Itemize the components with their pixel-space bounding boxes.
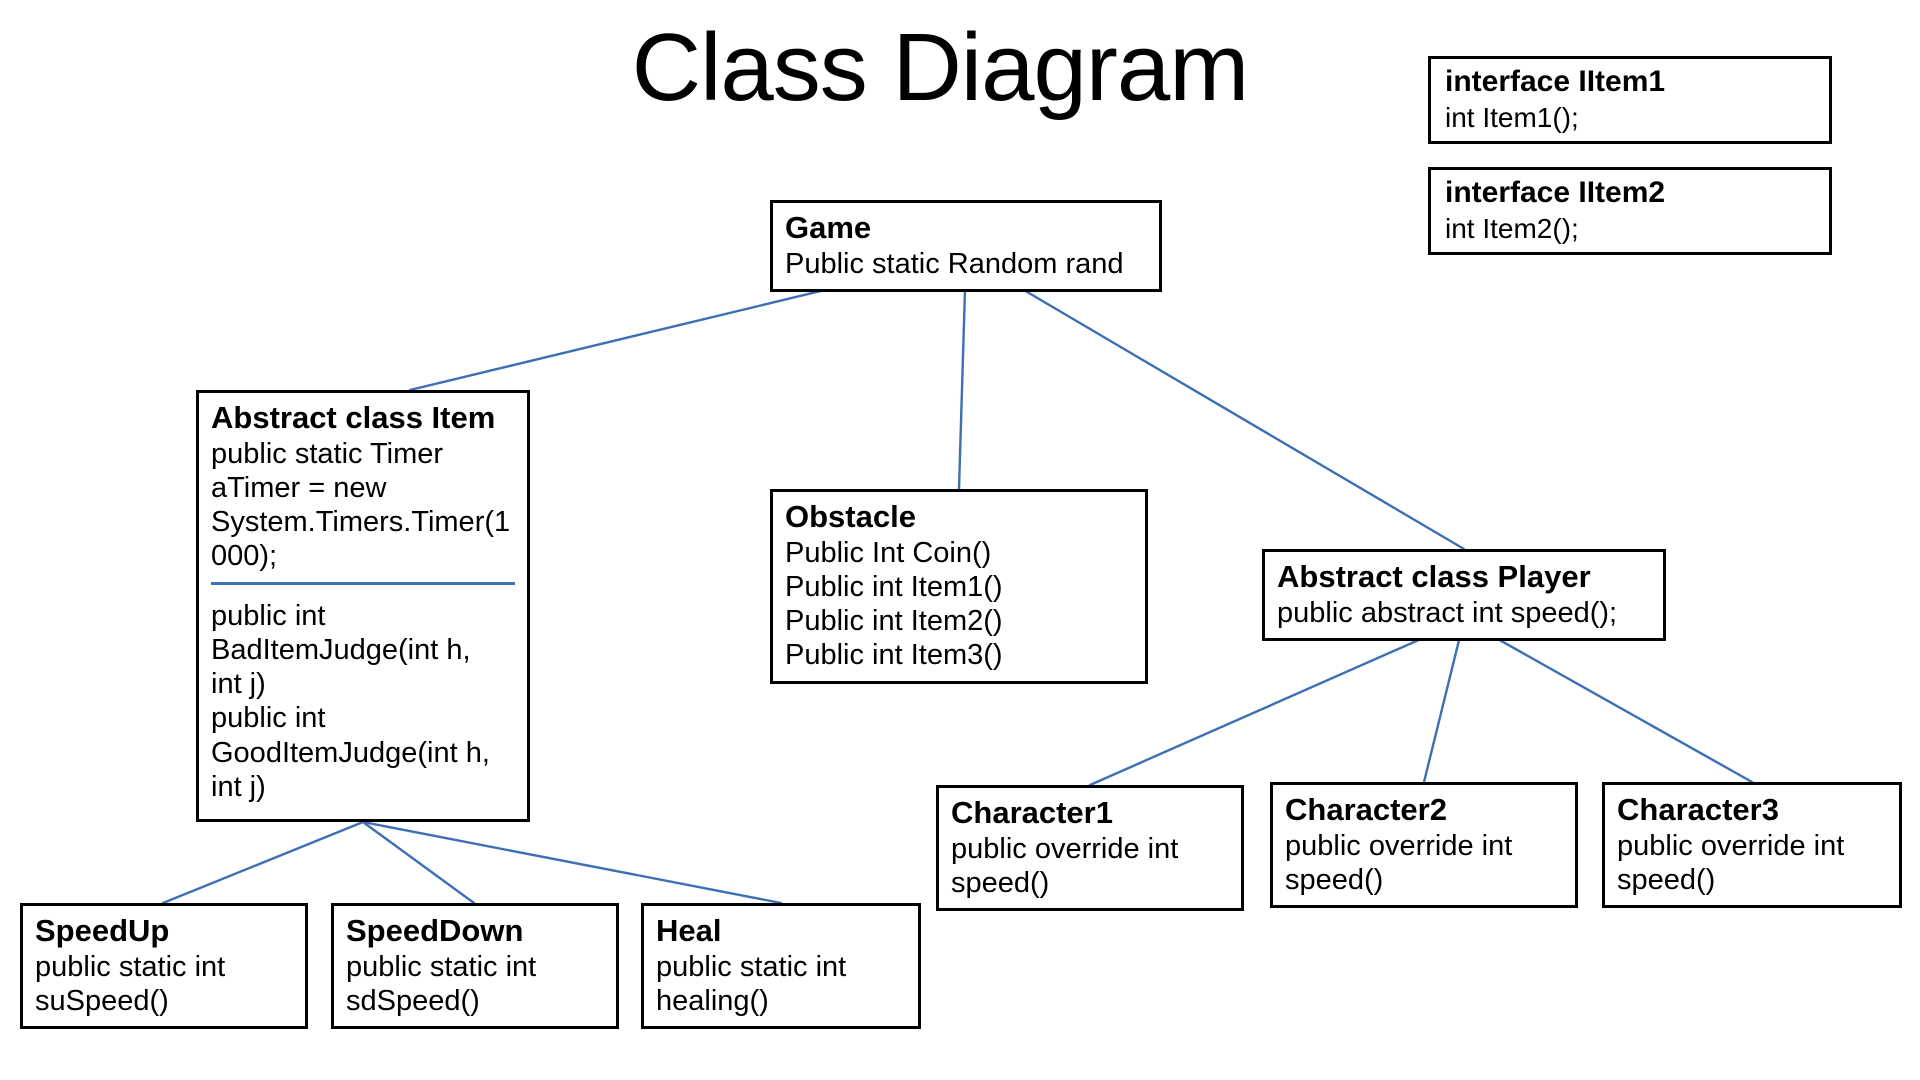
- interface-iitem2-members: int Item2();: [1445, 212, 1579, 244]
- class-obstacle-name: Obstacle: [785, 499, 916, 534]
- class-character3-name: Character3: [1617, 792, 1779, 827]
- class-speeddown-methods: public static int sdSpeed(): [346, 950, 537, 1018]
- interface-iitem1-box[interactable]: interface IItem1 int Item1();: [1428, 56, 1832, 144]
- class-character3-methods: public override int speed(): [1617, 829, 1845, 897]
- connector-item-speeddown: [361, 820, 476, 905]
- class-speeddown-box[interactable]: SpeedDown public static int sdSpeed(): [331, 903, 619, 1030]
- class-character1-box[interactable]: Character1 public override int speed(): [936, 785, 1244, 912]
- class-speeddown-name: SpeedDown: [346, 913, 524, 948]
- class-speedup-box[interactable]: SpeedUp public static int suSpeed(): [20, 903, 308, 1030]
- connector-player-character3: [1462, 618, 1754, 784]
- class-item-name: Abstract class Item: [211, 400, 496, 435]
- interface-iitem1-name: interface IItem1: [1445, 65, 1666, 98]
- class-item-attributes: public static Timer aTimer = new System.…: [211, 437, 511, 573]
- class-character1-methods: public override int speed(): [951, 832, 1179, 900]
- class-game-attributes: Public static Random rand: [785, 247, 1124, 280]
- class-character3-box[interactable]: Character3 public override int speed(): [1602, 782, 1902, 909]
- class-character2-box[interactable]: Character2 public override int speed(): [1270, 782, 1578, 909]
- class-game-box[interactable]: Game Public static Random rand: [770, 200, 1162, 293]
- connector-item-heal: [361, 820, 783, 905]
- class-obstacle-box[interactable]: Obstacle Public Int Coin() Public int It…: [770, 489, 1148, 684]
- class-game-name: Game: [785, 210, 872, 245]
- page-title: Class Diagram: [631, 14, 1249, 121]
- class-character2-methods: public override int speed(): [1285, 829, 1513, 897]
- class-character1-name: Character1: [951, 795, 1113, 830]
- interface-iitem1-members: int Item1();: [1445, 101, 1579, 133]
- class-character2-name: Character2: [1285, 792, 1447, 827]
- class-player-name: Abstract class Player: [1277, 559, 1591, 594]
- class-item-methods: public int BadItemJudge(int h, int j) pu…: [211, 599, 490, 803]
- class-item-separator: [211, 581, 515, 585]
- class-player-methods: public abstract int speed();: [1277, 596, 1618, 629]
- class-speedup-methods: public static int suSpeed(): [35, 950, 226, 1018]
- class-player-box[interactable]: Abstract class Player public abstract in…: [1262, 549, 1666, 642]
- connector-item-speedup: [161, 820, 365, 905]
- interface-iitem2-name: interface IItem2: [1445, 176, 1666, 209]
- class-heal-box[interactable]: Heal public static int healing(): [641, 903, 921, 1030]
- class-heal-methods: public static int healing(): [656, 950, 847, 1018]
- class-heal-name: Heal: [656, 913, 722, 948]
- interface-iitem2-box[interactable]: interface IItem2 int Item2();: [1428, 167, 1832, 255]
- class-obstacle-methods: Public Int Coin() Public int Item1() Pub…: [785, 536, 1003, 672]
- class-speedup-name: SpeedUp: [35, 913, 170, 948]
- class-item-box[interactable]: Abstract class Item public static Timer …: [196, 390, 530, 822]
- connector-player-character2: [1422, 618, 1466, 784]
